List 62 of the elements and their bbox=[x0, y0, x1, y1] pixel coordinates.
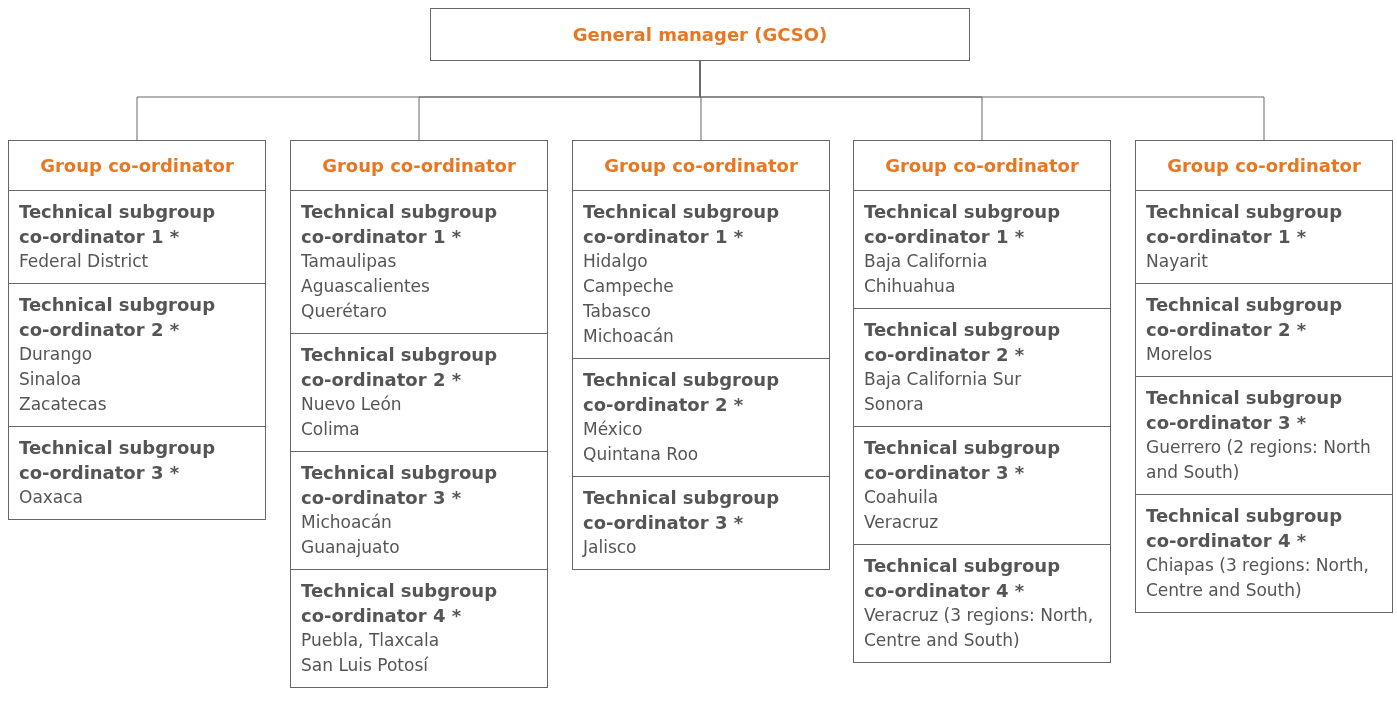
region-text: Sonora bbox=[864, 393, 925, 416]
subgroup-heading: Technical subgroup co-ordinator 1 * bbox=[19, 200, 217, 249]
region-text: México bbox=[583, 418, 644, 441]
group-heading: Group co-ordinator bbox=[291, 141, 547, 191]
group-heading: Group co-ordinator bbox=[1136, 141, 1392, 191]
region-text: Chiapas (3 regions: North, Centre and South) bbox=[1146, 554, 1370, 602]
subgroup-heading: Technical subgroup co-ordinator 2 * bbox=[19, 293, 217, 342]
region-text: Veracruz bbox=[864, 511, 940, 534]
region-text: Veracruz (3 regions: North, Centre and South) bbox=[864, 604, 1095, 652]
subgroup-heading: Technical subgroup co-ordinator 4 * bbox=[1146, 504, 1344, 553]
region-text: Morelos bbox=[1146, 343, 1214, 366]
group-column bbox=[8, 140, 266, 520]
region-text: Baja California Sur bbox=[864, 368, 1023, 391]
region-text: Sinaloa bbox=[19, 368, 83, 391]
subgroup-heading: Technical subgroup co-ordinator 1 * bbox=[583, 200, 781, 249]
region-text: Jalisco bbox=[583, 536, 638, 559]
region-text: Puebla, Tlaxcala bbox=[301, 629, 441, 652]
group-heading: Group co-ordinator bbox=[573, 141, 829, 191]
subgroup-heading: Technical subgroup co-ordinator 3 * bbox=[1146, 386, 1344, 435]
region-text: Durango bbox=[19, 343, 94, 366]
region-text: Nayarit bbox=[1146, 250, 1209, 273]
subgroup-heading: Technical subgroup co-ordinator 4 * bbox=[864, 554, 1062, 603]
group-heading: Group co-ordinator bbox=[854, 141, 1110, 191]
region-text: Michoacán bbox=[301, 511, 393, 534]
region-text: Querétaro bbox=[301, 300, 388, 323]
subgroup-heading: Technical subgroup co-ordinator 2 * bbox=[1146, 293, 1344, 342]
group-column bbox=[572, 140, 830, 570]
region-text: Tamaulipas bbox=[301, 250, 398, 273]
region-text: Aguascalientes bbox=[301, 275, 431, 298]
region-text: Campeche bbox=[583, 275, 675, 298]
region-text: Tabasco bbox=[583, 300, 652, 323]
subgroup-heading: Technical subgroup co-ordinator 1 * bbox=[301, 200, 499, 249]
subgroup-heading: Technical subgroup co-ordinator 2 * bbox=[583, 368, 781, 417]
subgroup-heading: Technical subgroup co-ordinator 1 * bbox=[864, 200, 1062, 249]
group-column bbox=[290, 140, 548, 688]
region-text: Baja California bbox=[864, 250, 989, 273]
manager-box bbox=[430, 8, 970, 61]
manager-title: General manager (GCSO) bbox=[572, 24, 828, 45]
region-text: Zacatecas bbox=[19, 393, 108, 416]
subgroup-heading: Technical subgroup co-ordinator 3 * bbox=[864, 436, 1062, 485]
subgroup-heading: Technical subgroup co-ordinator 4 * bbox=[301, 579, 499, 628]
region-text: Chihuahua bbox=[864, 275, 957, 298]
subgroup-heading: Technical subgroup co-ordinator 3 * bbox=[583, 486, 781, 535]
region-text: San Luis Potosí bbox=[301, 654, 429, 677]
region-text: Coahuila bbox=[864, 486, 940, 509]
region-text: Federal District bbox=[19, 250, 150, 273]
subgroup-heading: Technical subgroup co-ordinator 2 * bbox=[301, 343, 499, 392]
region-text: Colima bbox=[301, 418, 361, 441]
region-text: Hidalgo bbox=[583, 250, 649, 273]
group-heading: Group co-ordinator bbox=[9, 141, 265, 191]
region-text: Quintana Roo bbox=[583, 443, 700, 466]
group-column bbox=[853, 140, 1111, 663]
subgroup-heading: Technical subgroup co-ordinator 2 * bbox=[864, 318, 1062, 367]
subgroup-heading: Technical subgroup co-ordinator 1 * bbox=[1146, 200, 1344, 249]
subgroup-heading: Technical subgroup co-ordinator 3 * bbox=[301, 461, 499, 510]
region-text: Michoacán bbox=[583, 325, 675, 348]
region-text: Guerrero (2 regions: North and South) bbox=[1146, 436, 1372, 484]
subgroup-heading: Technical subgroup co-ordinator 3 * bbox=[19, 436, 217, 485]
group-column bbox=[1135, 140, 1393, 613]
region-text: Guanajuato bbox=[301, 536, 401, 559]
region-text: Oaxaca bbox=[19, 486, 85, 509]
region-text: Nuevo León bbox=[301, 393, 403, 416]
